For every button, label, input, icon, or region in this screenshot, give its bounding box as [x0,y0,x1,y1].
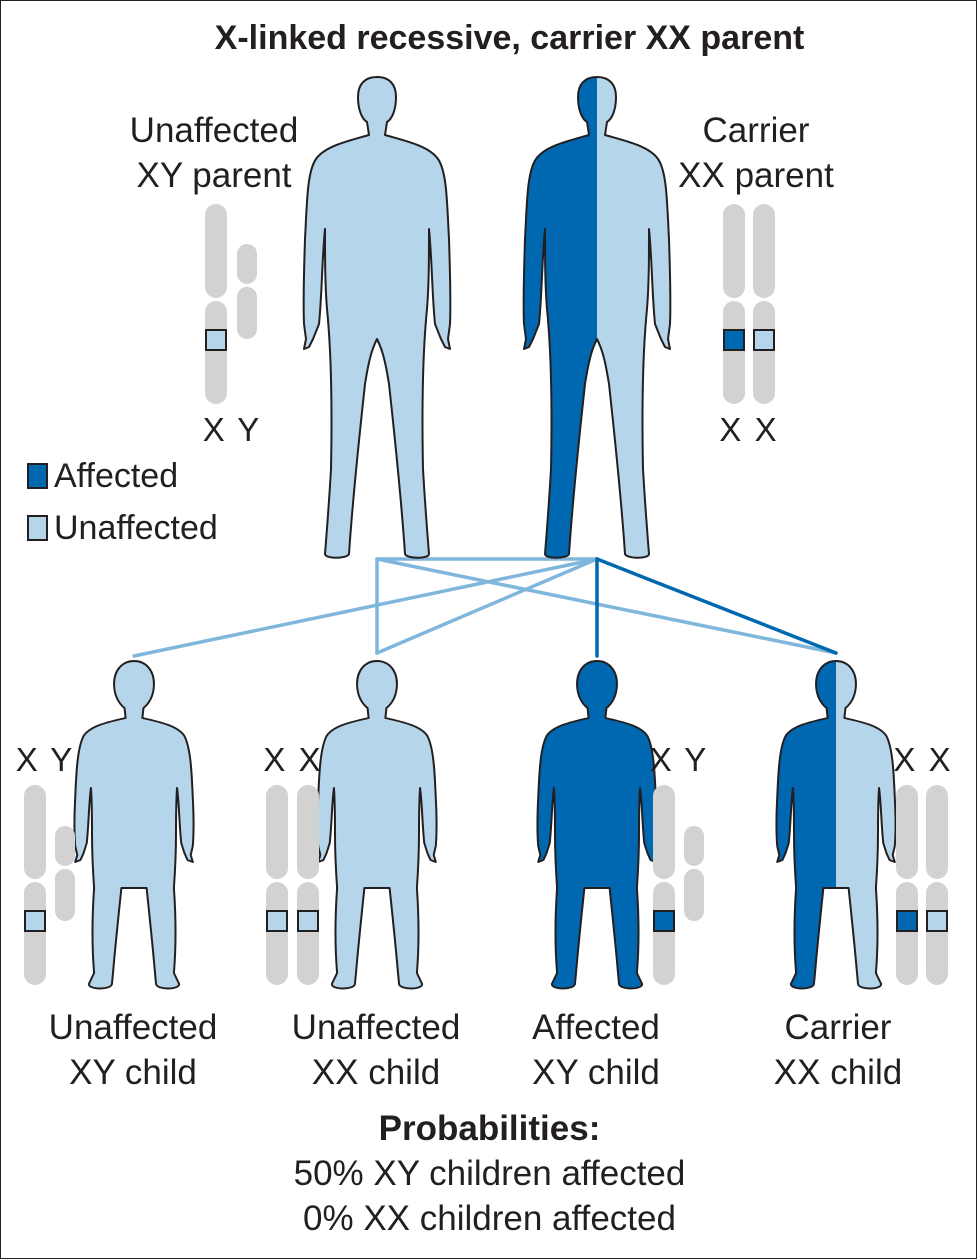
chromosome-arm [896,785,918,879]
chromosome-arm [653,882,675,985]
chromosome-arm [653,785,675,879]
chromosome-arm [24,785,46,879]
chromosome-arm [723,204,745,298]
figure-body [316,660,438,990]
legend-swatch-affected [27,463,48,489]
child-chromosome-label: X Y [15,741,75,778]
parent-chromosome-label: X X [719,411,779,448]
figure-body [73,660,195,990]
x-chromosome [896,785,918,985]
gene-marker [266,910,288,932]
gene-marker [297,910,319,932]
child-label-line: XY child [532,1053,660,1092]
gene-marker [896,910,918,932]
inheritance-link [132,557,599,658]
gene-marker [24,910,46,932]
x-chromosome [266,785,288,985]
gene-marker [205,329,227,351]
y-chromosome [684,826,704,921]
chromosome-arm [205,204,227,298]
probabilities-heading: Probabilities: [378,1109,601,1148]
person-figure [536,660,658,990]
child-chromosome-label: X Y [649,741,709,778]
child-label-line: XY child [69,1053,197,1092]
parent-label-line: XY parent [136,156,292,195]
legend-label: Unaffected [54,508,218,547]
figure-body [536,660,658,990]
gene-marker [653,910,675,932]
child-label-line: Affected [532,1008,660,1047]
chromosome-arm [753,301,775,404]
child-chromosome-label: X X [893,741,953,778]
x-chromosome [926,785,948,985]
y-chromosome [237,244,257,339]
probabilities-block: Probabilities: 50% XY children affected … [1,1106,976,1241]
child-chromosome-label: X X [263,741,323,778]
x-chromosome [653,785,675,985]
gene-marker [753,329,775,351]
y-chromosome [55,826,75,921]
parent-label-line: Carrier [702,111,810,150]
child-label-line: Unaffected [48,1008,218,1047]
legend-affected: Affected [27,456,178,496]
x-chromosome [205,204,227,404]
child-label-line: XX child [311,1053,441,1092]
diagram-title: X-linked recessive, carrier XX parent [214,19,805,57]
legend-unaffected: Unaffected [27,508,218,548]
parent-label-line: Unaffected [129,111,299,150]
chromosome-arm [55,826,75,866]
child-label-line: Unaffected [291,1008,461,1047]
person-figure [775,660,897,990]
chromosome-arm [723,301,745,404]
chromosome-arm [896,882,918,985]
inheritance-link [375,557,838,655]
chromosome-arm [205,301,227,404]
gene-marker [926,910,948,932]
parent-label-line: XX parent [678,156,834,195]
chromosome-arm [926,882,948,985]
chromosome-arm [297,882,319,985]
x-chromosome [24,785,46,985]
parent-label-carrier-xx: Carrier XX parent [626,108,886,198]
chromosome-arm [684,868,704,921]
chromosome-arm [297,785,319,879]
person-figure [316,660,438,990]
child-label-line: XX child [773,1053,903,1092]
chromosome-arm [24,882,46,985]
inheritance-link [375,557,599,655]
person-figure [73,660,195,990]
chromosome-arm [266,785,288,879]
chromosome-arm [55,868,75,921]
chromosome-arm [237,244,257,284]
chromosome-arm [266,882,288,985]
child-label-unaffected-xx: Unaffected XX child [246,1005,506,1095]
child-label-carrier-xx: Carrier XX child [708,1005,968,1095]
child-label-line: Carrier [784,1008,892,1047]
inheritance-links [132,557,838,658]
chromosome-arm [237,286,257,339]
child-label-unaffected-xy: Unaffected XY child [3,1005,263,1095]
chromosome-diagrams [24,204,948,985]
parent-label-unaffected-xy: Unaffected XY parent [84,108,344,198]
chromosome-arm [926,785,948,879]
chromosome-arm [753,204,775,298]
legend-label: Affected [54,456,179,495]
legend-swatch-unaffected [27,515,48,541]
probability-line: 0% XX children affected [303,1199,676,1238]
child-label-affected-xy: Affected XY child [466,1005,726,1095]
chromosome-arm [684,826,704,866]
probability-line: 50% XY children affected [293,1154,686,1193]
x-chromosome [297,785,319,985]
x-chromosome [723,204,745,404]
gene-marker [723,329,745,351]
inheritance-link [595,557,838,655]
parent-chromosome-label: X Y [202,411,262,448]
x-chromosome [753,204,775,404]
